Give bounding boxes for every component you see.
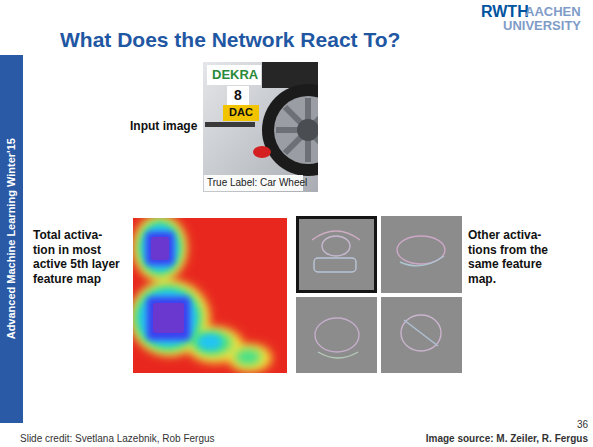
spoke: [285, 107, 318, 153]
ghost-stroke: [315, 318, 359, 352]
ghost-stroke: [314, 258, 356, 272]
side-caption: Other activa- tions from the same featur…: [468, 228, 568, 287]
footer-source: Image source: M. Zeiler, R. Fergus: [426, 433, 588, 445]
photo-text: 8: [234, 87, 242, 104]
ghost-stroke: [322, 236, 350, 256]
heat-blob: [147, 297, 190, 340]
activation-patches: [296, 216, 462, 373]
patch: [296, 216, 377, 293]
true-label: True Label: Car Wheel: [207, 177, 307, 189]
photo-text: DEKRA: [212, 67, 258, 83]
heat-purple: [151, 237, 184, 333]
heat-yellow: [133, 218, 272, 372]
spoke: [285, 107, 318, 153]
heat-blob: [153, 303, 184, 333]
dac-plate: [223, 105, 259, 121]
side-bar: [0, 55, 23, 423]
patch-ghosts: [312, 231, 445, 358]
heat-cyan: [139, 225, 222, 350]
heat-blob: [139, 290, 197, 346]
heat-blob: [142, 225, 178, 271]
heat-blob: [151, 237, 169, 260]
heat-blue: [146, 232, 190, 340]
ghost-stroke: [400, 256, 444, 266]
heat-blob: [235, 349, 261, 365]
photo-text: DAC: [229, 106, 253, 119]
ghost-stroke: [318, 352, 358, 358]
ghost-stroke: [312, 231, 360, 240]
rim-spokes: [276, 98, 318, 162]
number-plate: [227, 86, 249, 105]
logo-word: UNIVERSITY: [503, 18, 581, 34]
course-name: Advanced Machine Learning Winter'15: [5, 109, 18, 369]
heat-blob: [192, 331, 232, 355]
heat-green: [134, 220, 261, 365]
ghost-stroke: [401, 315, 441, 351]
sponsor-plate: [207, 65, 261, 85]
heat-blob: [134, 285, 202, 351]
trim-stripe: [205, 122, 255, 127]
hub: [297, 119, 318, 141]
footer-credit: Slide credit: Svetlana Lazebnik, Rob Fer…: [20, 433, 215, 445]
patch: [381, 216, 462, 293]
red-logo: [253, 146, 271, 158]
input-photo: [203, 62, 318, 192]
image-caption: Input image: [130, 119, 197, 134]
heat-blob: [138, 220, 182, 276]
patch: [296, 297, 377, 373]
tire: [262, 84, 318, 176]
heat-blob: [228, 344, 272, 372]
ghost-stroke: [404, 320, 438, 346]
slide-title: What Does the Network React To?: [60, 27, 400, 53]
heat-blob: [198, 334, 222, 350]
patch: [381, 297, 462, 373]
heat-blob: [133, 218, 187, 281]
selected-patch-frame: [298, 218, 376, 292]
side-caption: Total activa- tion in most active 5th la…: [33, 228, 123, 287]
page-number: 36: [577, 419, 588, 431]
heat-blob: [146, 232, 174, 265]
rim: [274, 96, 318, 164]
logo-word: AACHEN: [525, 4, 581, 20]
activation-heatmap: [133, 218, 287, 373]
